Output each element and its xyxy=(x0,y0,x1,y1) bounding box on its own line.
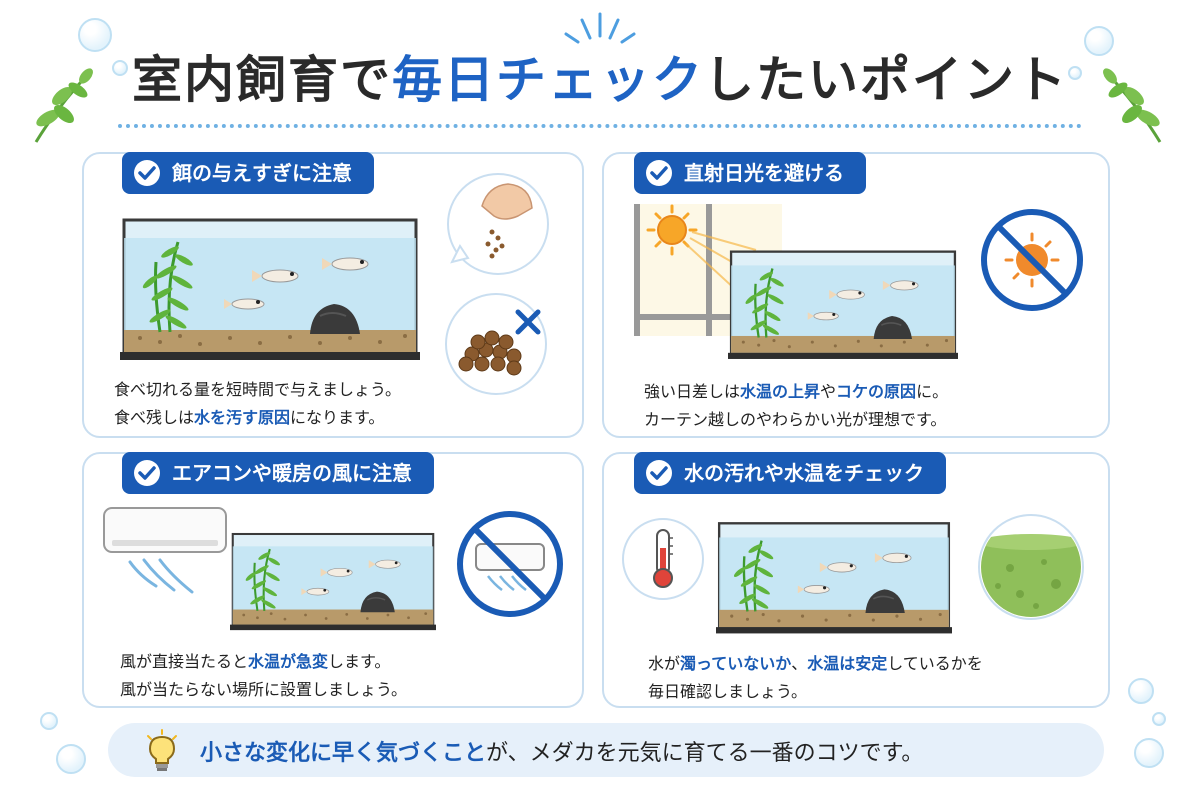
card-sunlight-line1: 強い日差しは水温の上昇やコケの原因に。 xyxy=(644,378,948,406)
footer-highlight: 小さな変化に早く気づくこと xyxy=(200,741,487,766)
text-segment: 食べ残しは xyxy=(114,408,195,427)
bubble-icon xyxy=(1128,678,1154,704)
bubble-icon xyxy=(1134,738,1164,768)
text-segment: 、 xyxy=(791,654,808,673)
card-aircon-line2: 風が当たらない場所に設置しましょう。 xyxy=(120,680,408,699)
sparkle-icon xyxy=(560,10,640,50)
sun-icon xyxy=(646,204,757,291)
title-part1: 室内飼育で xyxy=(132,51,392,109)
bubble-icon xyxy=(1084,26,1114,56)
card-water-check-line1: 水が濁っていないか、水温は安定しているかを xyxy=(648,650,983,678)
aquarium-illustration xyxy=(728,240,958,366)
title-divider xyxy=(118,124,1082,128)
bubble-icon xyxy=(78,18,112,52)
card-aircon-heading-text: エアコンや暖房の風に注意 xyxy=(172,461,412,485)
card-aircon-heading: エアコンや暖房の風に注意 xyxy=(122,452,434,494)
card-water-check-heading: 水の汚れや水温をチェック xyxy=(634,452,946,494)
thermometer-icon xyxy=(620,516,706,602)
card-feeding-line1: 食べ切れる量を短時間で与えましょう。 xyxy=(114,380,402,399)
card-aircon: エアコンや暖房の風に注意 風が直接当たると水温が急変します。 風が当たらない場所… xyxy=(82,452,584,708)
aquarium-illustration xyxy=(230,522,436,638)
card-sunlight-heading-text: 直射日光を避ける xyxy=(684,161,844,185)
check-icon xyxy=(132,458,162,488)
footer-text: 小さな変化に早く気づくことが、メダカを元気に育てる一番のコツです。 xyxy=(200,735,923,767)
title-highlight: 毎日チェック xyxy=(392,51,704,109)
leaf-icon xyxy=(28,66,98,146)
bubble-icon xyxy=(1152,712,1166,726)
text-highlight: 水温の上昇 xyxy=(740,382,821,401)
text-segment: になります。 xyxy=(290,408,385,427)
text-highlight: 濁っていないか xyxy=(680,654,792,673)
bubble-icon xyxy=(112,60,128,76)
text-highlight: 水を汚す原因 xyxy=(194,408,291,427)
text-segment: します。 xyxy=(328,652,391,671)
card-aircon-line1: 風が直接当たると水温が急変します。 xyxy=(120,648,407,676)
text-segment: や xyxy=(820,382,837,401)
air-conditioner-icon xyxy=(100,506,234,606)
dirty-water-icon xyxy=(974,510,1088,624)
text-highlight: コケの原因 xyxy=(836,382,917,401)
hand-feeding-icon xyxy=(438,166,550,284)
leaf-icon xyxy=(1098,66,1168,146)
title-part2: したいポイント xyxy=(704,51,1068,109)
text-segment: 強い日差しは xyxy=(644,382,741,401)
card-feeding-heading-text: 餌の与えすぎに注意 xyxy=(172,161,352,185)
aquarium-illustration xyxy=(120,212,420,362)
cross-icon xyxy=(515,309,541,335)
text-segment: 水が xyxy=(648,654,681,673)
lightbulb-icon xyxy=(142,729,182,773)
text-segment: に。 xyxy=(916,382,949,401)
bubble-icon xyxy=(1068,66,1082,80)
card-sunlight-line2: カーテン越しのやわらかい光が理想です。 xyxy=(644,410,947,429)
text-highlight: 水温が急変 xyxy=(248,652,329,671)
card-feeding: 餌の与えすぎに注意 食べ切れる量を短時間で与え xyxy=(82,152,584,438)
bubble-icon xyxy=(40,712,58,730)
text-segment: しているかを xyxy=(887,654,983,673)
card-sunlight-heading: 直射日光を避ける xyxy=(634,152,866,194)
card-water-check-description: 水が濁っていないか、水温は安定しているかを 毎日確認しましょう。 xyxy=(648,650,983,706)
text-segment: 風が直接当たると xyxy=(120,652,249,671)
card-sunlight-description: 強い日差しは水温の上昇やコケの原因に。 カーテン越しのやわらかい光が理想です。 xyxy=(644,378,948,434)
food-pellets-icon xyxy=(442,290,552,400)
card-water-check-heading-text: 水の汚れや水温をチェック xyxy=(684,461,924,485)
text-highlight: 水温は安定 xyxy=(807,654,888,673)
card-water-check: 水の汚れや水温をチェック xyxy=(602,452,1110,708)
page-title: 室内飼育で毎日チェックしたいポイント xyxy=(0,40,1200,112)
aquarium-illustration xyxy=(716,512,952,640)
card-feeding-description: 食べ切れる量を短時間で与えましょう。 食べ残しは水を汚す原因になります。 xyxy=(114,376,401,432)
no-air-conditioner-icon xyxy=(454,508,566,620)
card-water-check-line2: 毎日確認しましょう。 xyxy=(648,682,808,701)
card-feeding-line2: 食べ残しは水を汚す原因になります。 xyxy=(114,404,401,432)
bubble-icon xyxy=(56,744,86,774)
check-icon xyxy=(644,458,674,488)
footer-tip: 小さな変化に早く気づくことが、メダカを元気に育てる一番のコツです。 xyxy=(108,723,1104,777)
no-sun-icon xyxy=(978,206,1086,314)
card-aircon-description: 風が直接当たると水温が急変します。 風が当たらない場所に設置しましょう。 xyxy=(120,648,407,704)
card-feeding-heading: 餌の与えすぎに注意 xyxy=(122,152,374,194)
card-sunlight: 直射日光を避ける xyxy=(602,152,1110,438)
check-icon xyxy=(132,158,162,188)
check-icon xyxy=(644,158,674,188)
footer-rest: が、メダカを元気に育てる一番のコツです。 xyxy=(486,741,924,766)
